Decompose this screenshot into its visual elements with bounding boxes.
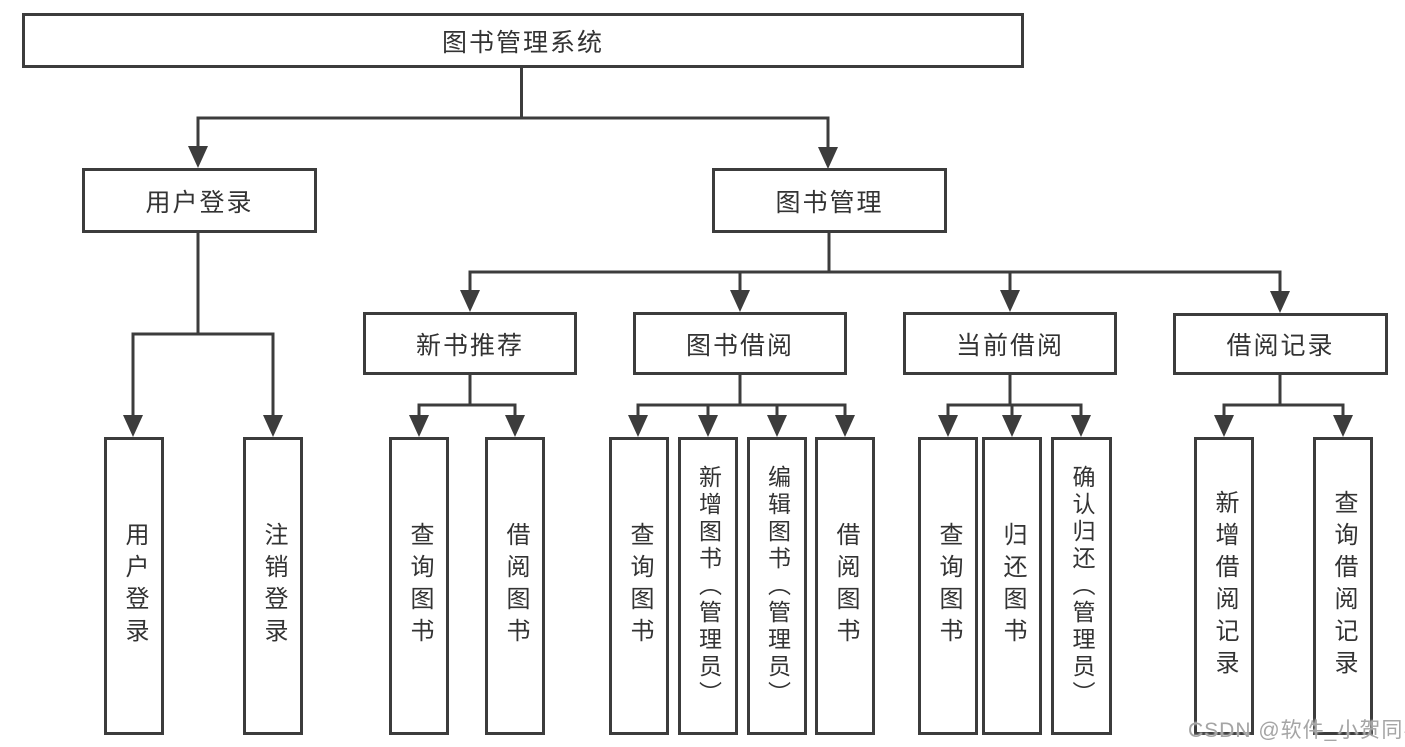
node-label: 图书管理 bbox=[775, 188, 884, 217]
node-label: 当前借阅 bbox=[955, 331, 1064, 360]
leaf-label: 编辑图书（管理员） bbox=[764, 464, 791, 708]
leaf-query-borrow-record: 查询借阅记录 bbox=[1313, 437, 1373, 735]
leaf-return-books: 归还图书 bbox=[982, 437, 1042, 735]
leaf-label: 新增图书（管理员） bbox=[695, 464, 722, 708]
node-label: 图书管理系统 bbox=[441, 28, 604, 57]
leaf-label: 注销登录 bbox=[260, 522, 287, 650]
leaf-edit-book-admin: 编辑图书（管理员） bbox=[747, 437, 807, 735]
leaf-label: 用户登录 bbox=[121, 522, 148, 650]
leaf-add-book-admin: 新增图书（管理员） bbox=[678, 437, 738, 735]
node-label: 用户登录 bbox=[145, 188, 254, 217]
watermark-text: CSDN @软件_小贺同学 bbox=[1188, 719, 1405, 742]
node-current-borrow: 当前借阅 bbox=[903, 312, 1117, 375]
leaf-borrow-books-recommend: 借阅图书 bbox=[485, 437, 545, 735]
node-user-login: 用户登录 bbox=[82, 168, 317, 233]
leaf-label: 确认归还（管理员） bbox=[1069, 464, 1095, 708]
leaf-label: 查询图书 bbox=[406, 522, 433, 650]
leaf-query-books-recommend: 查询图书 bbox=[389, 437, 449, 735]
leaf-borrow-books: 借阅图书 bbox=[815, 437, 875, 735]
leaf-label: 借阅图书 bbox=[832, 522, 859, 650]
node-new-book-recommend: 新书推荐 bbox=[363, 312, 577, 375]
node-label: 借阅记录 bbox=[1226, 332, 1335, 360]
leaf-label: 借阅图书 bbox=[502, 522, 529, 650]
leaf-label: 查询图书 bbox=[935, 522, 962, 650]
node-label: 新书推荐 bbox=[415, 331, 524, 360]
leaf-user-login: 用户登录 bbox=[104, 437, 164, 735]
leaf-label: 新增借阅记录 bbox=[1211, 490, 1238, 682]
node-library-management-system: 图书管理系统 bbox=[22, 13, 1024, 68]
node-borrow-records: 借阅记录 bbox=[1173, 313, 1388, 375]
leaf-confirm-return-admin: 确认归还（管理员） bbox=[1051, 437, 1112, 735]
leaf-label: 归还图书 bbox=[999, 522, 1026, 650]
arrow-heads bbox=[123, 146, 1353, 437]
node-book-management: 图书管理 bbox=[712, 168, 947, 233]
leaf-query-books-borrow: 查询图书 bbox=[609, 437, 669, 735]
leaf-label: 查询借阅记录 bbox=[1330, 490, 1357, 682]
leaf-logout: 注销登录 bbox=[243, 437, 303, 735]
leaf-add-borrow-record: 新增借阅记录 bbox=[1194, 437, 1254, 735]
node-label: 图书借阅 bbox=[685, 331, 794, 360]
leaf-query-books-current: 查询图书 bbox=[918, 437, 978, 735]
leaf-label: 查询图书 bbox=[626, 522, 653, 650]
node-book-borrow: 图书借阅 bbox=[633, 312, 847, 375]
